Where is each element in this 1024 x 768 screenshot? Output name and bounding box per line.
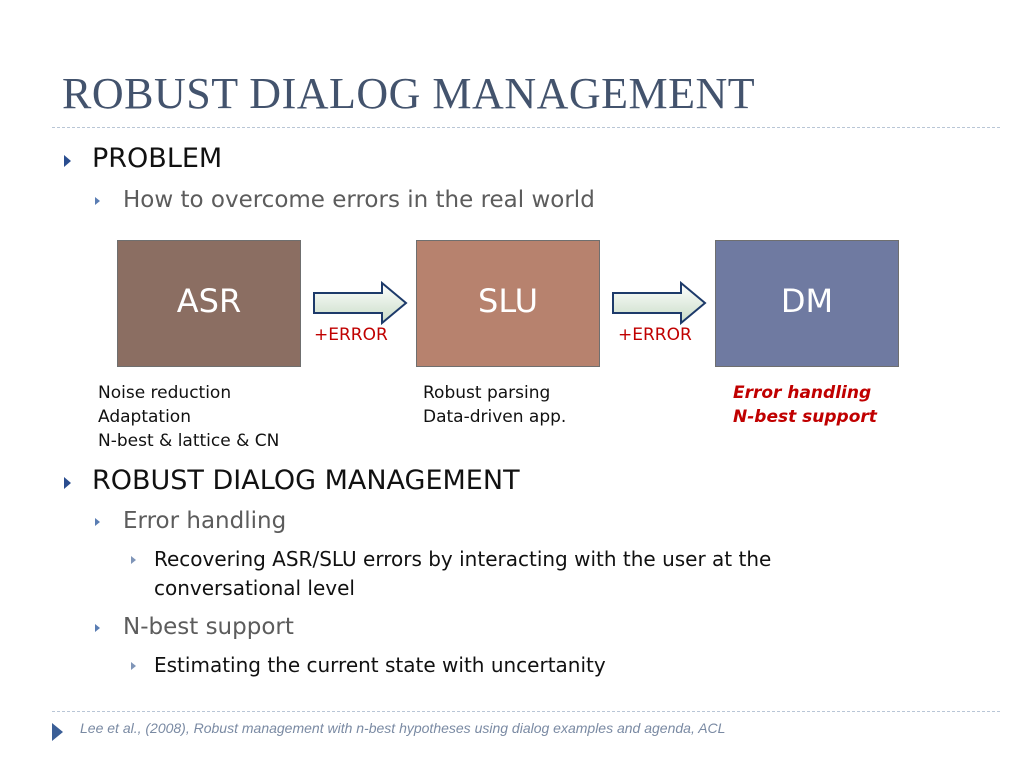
dm-note: Error handling [733,383,872,403]
asr-box-label: ASR [176,281,242,320]
dm-notes: Error handling N-best support [733,381,877,429]
error-handling-detail-cont: conversational level [154,576,355,600]
slu-notes: Robust parsing Data-driven app. [423,381,566,429]
slu-note: Robust parsing [423,383,551,403]
error-handling-item: Error handling [123,508,287,534]
citation: Lee et al., (2008), Robust management wi… [80,720,726,736]
asr-notes: Noise reduction Adaptation N-best & latt… [98,381,279,453]
sub-bullet-marker-icon [95,518,100,526]
slu-box: SLU [416,240,600,367]
arrow-right-icon [612,281,707,325]
error-handling-detail: Recovering ASR/SLU errors by interacting… [154,547,772,571]
slide-title: ROBUST DIALOG MANAGEMENT [62,69,756,118]
asr-note: Noise reduction [98,383,232,403]
dm-box: DM [715,240,899,367]
n-best-support-detail: Estimating the current state with uncert… [154,653,606,677]
slu-box-label: SLU [478,281,538,320]
title-divider [52,127,1000,128]
sub-sub-bullet-marker-icon [131,556,136,564]
asr-box: ASR [117,240,301,367]
slu-note: Data-driven app. [423,407,567,427]
footer-arrow-icon [52,723,63,741]
dm-note: N-best support [733,407,877,427]
asr-slu-error-label: +ERROR [314,325,388,345]
asr-note: Adaptation [98,407,191,427]
problem-subpoint: How to overcome errors in the real world [123,187,595,213]
bullet-marker-icon [64,155,71,167]
bullet-marker-icon [64,477,71,489]
footer-divider [52,711,1000,712]
dm-box-label: DM [780,281,834,320]
problem-heading: PROBLEM [92,143,223,174]
arrow-right-icon [313,281,408,325]
slu-dm-error-label: +ERROR [618,325,692,345]
sub-bullet-marker-icon [95,197,100,205]
robust-heading: ROBUST DIALOG MANAGEMENT [92,465,520,496]
asr-note: N-best & lattice & CN [98,431,280,451]
sub-bullet-marker-icon [95,624,100,632]
sub-sub-bullet-marker-icon [131,662,136,670]
n-best-support-item: N-best support [123,614,294,640]
